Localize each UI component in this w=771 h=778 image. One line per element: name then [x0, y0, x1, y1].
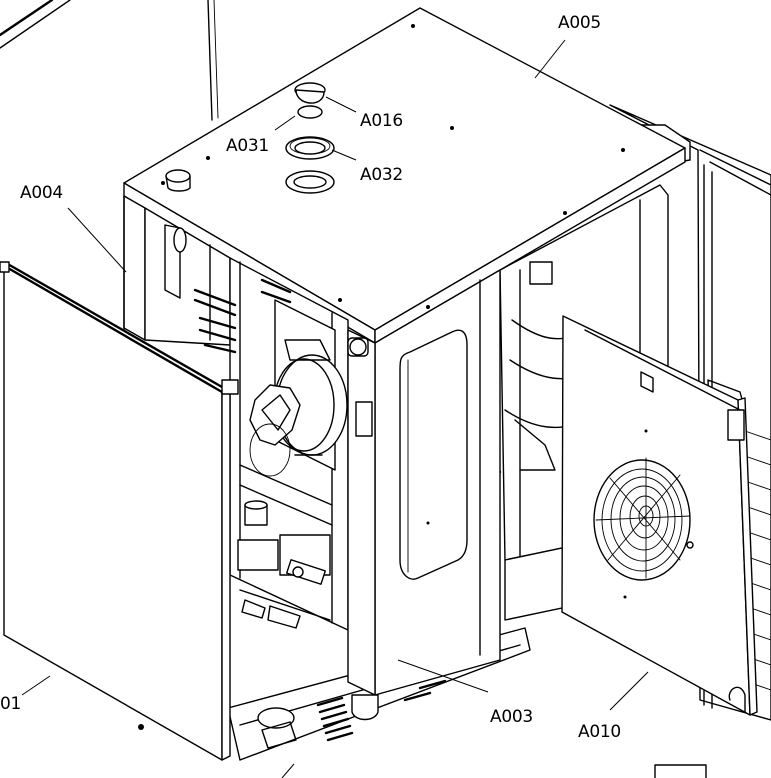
- solenoid-valves: [237, 500, 331, 629]
- part-a001-side-panel: [0, 261, 239, 761]
- base-vents: [316, 668, 462, 742]
- oven-body: [123, 7, 686, 761]
- label-a005: A005: [558, 13, 601, 33]
- fan-grille: [593, 457, 694, 581]
- rear-glass-panel: [0, 0, 219, 121]
- label-a031: A031: [226, 136, 269, 156]
- corner-frame: [654, 764, 707, 778]
- part-a032-ring: [285, 136, 335, 160]
- label-a032: A032: [360, 165, 403, 185]
- front-column-panel: [374, 269, 501, 696]
- label-a004: A004: [20, 183, 63, 203]
- label-a016: A016: [360, 111, 403, 131]
- part-a010-fan-cover: [561, 315, 758, 716]
- label-a001: 01: [0, 694, 21, 714]
- part-a031-ring: [285, 170, 335, 194]
- cable-bundle: [193, 278, 292, 354]
- fan-motor: [249, 339, 348, 477]
- top-fittings: [285, 82, 335, 194]
- label-a010: A010: [578, 722, 621, 742]
- callout-labels: A005 A016 A031 A032 A004 01 A003 A010: [0, 13, 621, 742]
- leader-lines: [21, 39, 649, 778]
- label-a003: A003: [490, 707, 533, 727]
- vent-cap: [165, 169, 191, 192]
- part-a016: [294, 82, 326, 119]
